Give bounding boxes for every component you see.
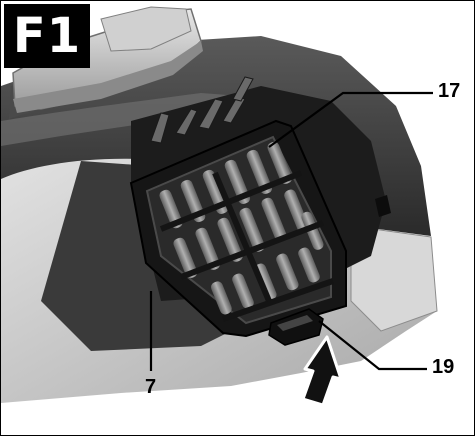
leader-line-19 bbox=[318, 320, 427, 371]
filter-ridges bbox=[150, 76, 254, 144]
callout-17: 17 bbox=[438, 80, 461, 102]
release-tab-highlight bbox=[277, 315, 313, 331]
top-lid-window bbox=[100, 6, 192, 52]
callout-19: 19 bbox=[432, 356, 455, 378]
side-latch bbox=[375, 195, 391, 217]
press-arrow-icon bbox=[301, 335, 343, 407]
leader-line-17 bbox=[268, 91, 433, 148]
top-lid-rim bbox=[13, 41, 203, 113]
dust-bin-front-edge bbox=[350, 225, 438, 332]
filter-cross-ribs bbox=[159, 170, 334, 322]
callout-7: 7 bbox=[145, 376, 157, 398]
figure-label-badge: F1 bbox=[4, 4, 90, 68]
leader-lines bbox=[149, 91, 433, 371]
body-highlight bbox=[1, 93, 241, 146]
